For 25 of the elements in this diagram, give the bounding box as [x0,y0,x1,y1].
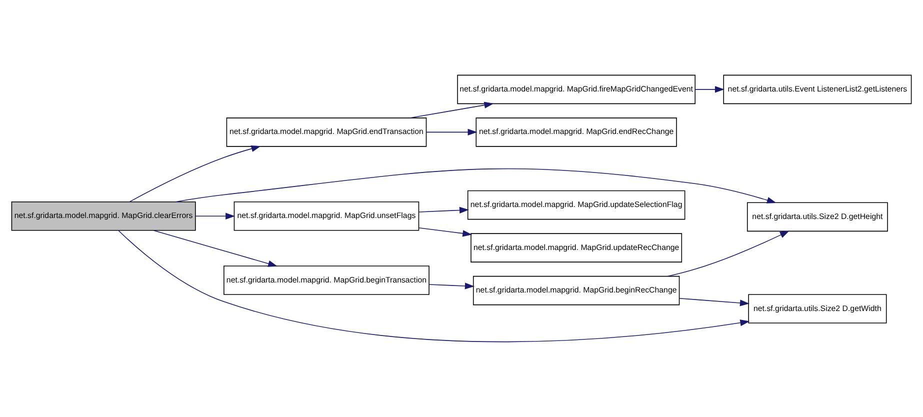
node-box: net.sf.gridarta.model.mapgrid. MapGrid.fireMapGridChangedEvent [457,74,696,104]
node-box: net.sf.gridarta.model.mapgrid. MapGrid.updateSelectionFlag [467,190,686,220]
arrow [418,227,472,237]
node-box: net.sf.gridarta.utils.Event ListenerList2.getListeners [723,74,912,104]
node-box: net.sf.gridarta.model.mapgrid. MapGrid.beginRecChange [472,276,680,306]
arrow [679,298,750,306]
arrow [129,145,261,202]
arrow [153,230,278,267]
arrow [118,230,750,342]
arrow [195,212,236,220]
arrow [426,128,478,136]
node-box: net.sf.gridarta.model.mapgrid. MapGrid.endTransaction [226,118,427,147]
arrow [694,86,724,93]
node-box: net.sf.gridarta.model.mapgrid. MapGrid.updateRecChange [470,233,682,262]
arrow [428,282,474,290]
node-box: net.sf.gridarta.model.mapgrid. MapGrid.clearErrors [11,201,196,231]
arrow [418,206,469,214]
node-box: net.sf.gridarta.model.mapgrid. MapGrid.unsetFlags [234,201,420,231]
node-box: net.sf.gridarta.model.mapgrid. MapGrid.beginTransaction [224,266,430,295]
arrow [410,102,494,118]
arrow [667,230,790,277]
arrow [175,168,776,204]
node-box: net.sf.gridarta.utils.Size2 D.getHeight [746,202,888,232]
node-box: net.sf.gridarta.model.mapgrid. MapGrid.endRecChange [476,118,677,147]
node-box: net.sf.gridarta.utils.Size2 D.getWidth [748,294,887,324]
